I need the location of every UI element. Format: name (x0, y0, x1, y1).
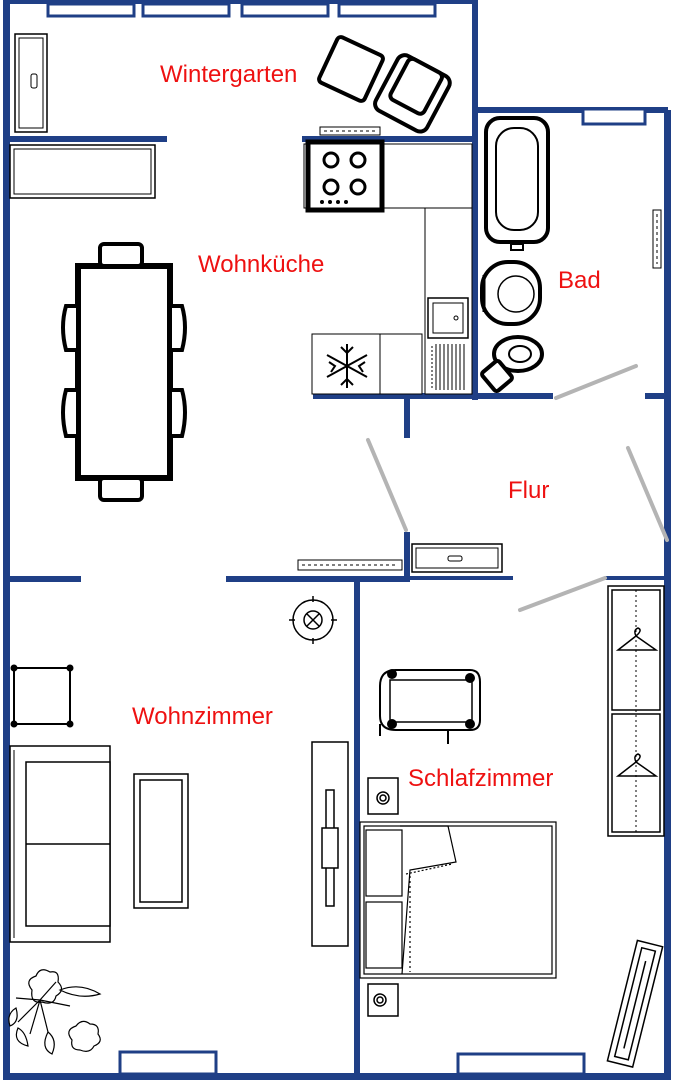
dining-table-icon (61, 242, 187, 502)
bedroom-furniture (359, 585, 665, 1068)
coffee-table-icon (133, 773, 189, 909)
mirror-icon (606, 939, 664, 1068)
window-icon (337, 2, 437, 18)
room-label-wohnzimmer: Wohnzimmer (132, 703, 273, 730)
chair-icon (98, 476, 144, 502)
living-bedroom-wall (354, 580, 360, 1080)
bath-wall-top (478, 107, 668, 113)
radiator-icon (297, 559, 403, 571)
toilet-icon (480, 335, 544, 394)
living-furniture (8, 596, 349, 1055)
chair-icon (168, 388, 187, 438)
wintergarten-wall-right (472, 0, 478, 142)
flur-wall-left-lower (404, 532, 410, 578)
chair-icon (168, 304, 187, 352)
door-icon (366, 438, 408, 532)
radiator-icon (319, 126, 381, 136)
washbasin-icon (480, 260, 542, 326)
window-icon (118, 1050, 218, 1076)
door-icon (554, 364, 638, 400)
kitchen-wall-bottom (313, 393, 553, 399)
bath-furniture (480, 116, 662, 394)
living-wall-top-b (226, 576, 410, 582)
outer-wall-left (3, 0, 10, 1080)
window-icon (581, 107, 647, 126)
stove-icon (305, 139, 385, 213)
living-wall-top-a (3, 576, 81, 582)
wintergarten-wall-bottom-b (302, 136, 478, 142)
armchair-icon (373, 53, 452, 134)
walls (3, 0, 671, 1080)
door-icon (518, 576, 607, 612)
room-label-schlafzimmer: Schlafzimmer (408, 765, 553, 792)
bath-wall-bottom-right (645, 393, 669, 399)
bed-icon (359, 821, 557, 979)
room-labels: Wintergarten Wohnküche Bad Flur Wohnzimm… (132, 61, 601, 792)
kitchen-furniture (9, 139, 473, 571)
windows (46, 2, 647, 1076)
bathtub-icon (484, 116, 550, 251)
room-label-wintergarten: Wintergarten (160, 61, 297, 88)
freezer-icon (326, 344, 368, 388)
armchair-icon (317, 35, 385, 103)
bath-wall-left (472, 110, 478, 400)
doors (366, 364, 669, 612)
room-label-bad: Bad (558, 267, 601, 294)
window-icon (456, 1052, 586, 1076)
crib-icon (379, 669, 481, 744)
tv-board-icon (311, 741, 349, 947)
window-icon (240, 2, 330, 18)
ceiling-lamp-icon (289, 596, 337, 644)
radiator-icon (652, 209, 662, 269)
room-label-wohnkueche: Wohnküche (198, 251, 324, 278)
outer-wall-right-lower (664, 395, 671, 1080)
chair-icon (61, 388, 80, 438)
clothes-hanger-icon (615, 753, 659, 777)
plant-icon (8, 969, 102, 1055)
wardrobe-icon (607, 585, 665, 837)
outer-wall-bottom (3, 1073, 671, 1080)
window-icon (141, 2, 231, 18)
window-icon (46, 2, 136, 18)
chair-icon (98, 242, 144, 268)
wintergarten-wall-bottom-a (3, 136, 167, 142)
hall-furniture (411, 543, 503, 573)
chair-icon (61, 304, 80, 352)
door-icon (626, 446, 669, 542)
flur-wall-left-upper (404, 396, 410, 438)
nightstand-icon (367, 777, 399, 815)
clothes-hanger-icon (615, 627, 659, 651)
bedroom-wall-top (357, 576, 513, 580)
bedroom-wall-top-right (605, 576, 669, 580)
side-table-icon (10, 664, 74, 728)
sofa-icon (9, 745, 111, 943)
outer-wall-right-bath (664, 110, 671, 400)
room-label-flur: Flur (508, 477, 549, 504)
wintergarten-furniture (14, 33, 452, 136)
sink-icon (427, 297, 469, 390)
nightstand-icon (367, 983, 399, 1017)
